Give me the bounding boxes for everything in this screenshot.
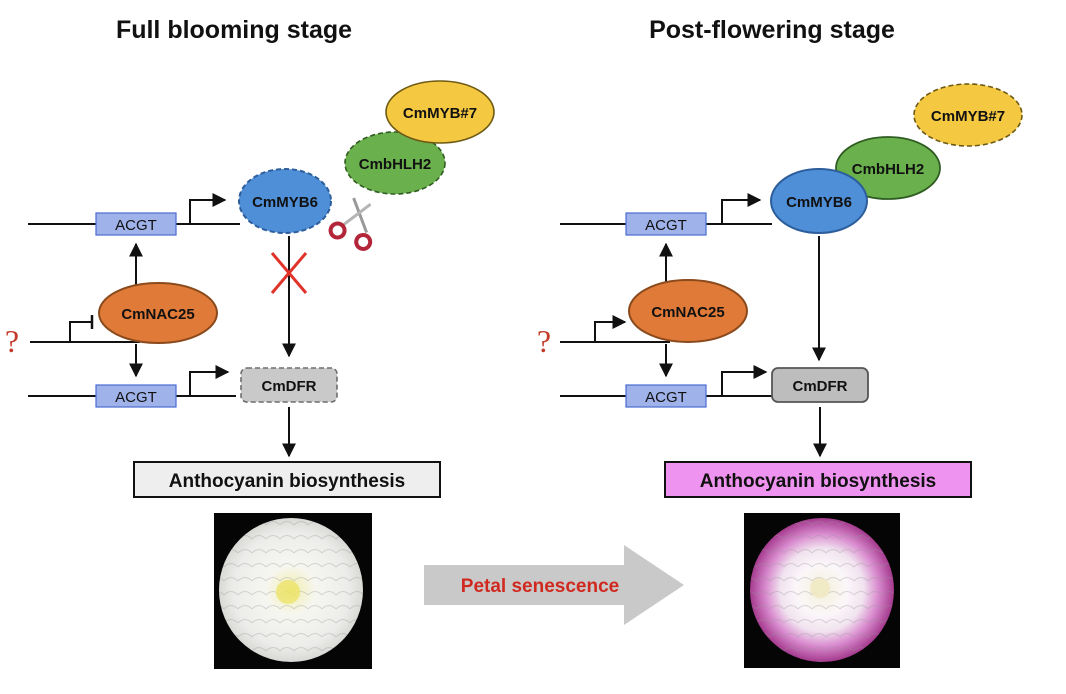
cmbhlh2-node-left: CmbHLH2 [344,131,446,195]
tss-arrow-upper-left [189,193,227,224]
cmmyb6-node-left: CmMYB6 [238,168,332,234]
unknown-regulator-right: ? [537,323,551,359]
pink-edged-chrysanthemum-photo [744,513,900,668]
svg-text:ACGT: ACGT [645,217,687,234]
svg-text:ACGT: ACGT [115,389,157,406]
svg-text:Anthocyanin biosynthesis: Anthocyanin biosynthesis [169,471,405,492]
svg-text:CmbHLH2: CmbHLH2 [359,156,432,173]
cmnac25-node-right: CmNAC25 [628,279,748,343]
acgt-box-upper-left: ACGT [95,212,177,236]
acgt-box-upper-right: ACGT [625,212,707,236]
white-chrysanthemum-photo [214,513,372,669]
svg-text:CmbHLH2: CmbHLH2 [852,161,925,178]
svg-text:CmMYB#7: CmMYB#7 [931,108,1005,125]
repressed-tss-left [69,321,92,342]
right-stage-title: Post-flowering stage [649,16,895,44]
petal-senescence-arrow: Petal senescence [424,545,684,625]
svg-text:CmMYB6: CmMYB6 [786,194,852,211]
cmbhlh2-node-right: CmbHLH2 [835,136,941,200]
svg-text:ACGT: ACGT [645,389,687,406]
svg-text:CmMYB6: CmMYB6 [252,194,318,211]
anthocyanin-box-right: Anthocyanin biosynthesis [664,461,972,498]
left-panel: Full blooming stage ACGT ACGT ? CmNAC25 [5,16,495,669]
tss-arrow-lower-right [721,365,768,396]
cmmyb7-node-right: CmMYB#7 [913,83,1023,147]
cross-icon [270,252,308,294]
active-tss-right [594,315,627,342]
acgt-box-lower-right: ACGT [625,384,707,408]
cmdfr-node-left: CmDFR [240,367,338,403]
svg-text:CmDFR: CmDFR [262,378,317,395]
right-panel: Post-flowering stage ACGT ACGT ? CmNAC25 [537,16,1023,668]
tss-arrow-lower-left [189,365,230,396]
cmmyb6-node-right: CmMYB6 [770,168,868,234]
unknown-regulator-left: ? [5,323,19,359]
cmnac25-node-left: CmNAC25 [98,282,218,344]
svg-text:ACGT: ACGT [115,217,157,234]
cmmyb7-node-left: CmMYB#7 [385,80,495,144]
scissors-icon [328,197,373,251]
tss-arrow-upper-right [721,193,762,224]
svg-text:Anthocyanin biosynthesis: Anthocyanin biosynthesis [700,471,936,492]
svg-text:CmMYB#7: CmMYB#7 [403,105,477,122]
anthocyanin-box-left: Anthocyanin biosynthesis [133,461,441,498]
svg-text:CmNAC25: CmNAC25 [651,304,724,321]
svg-text:CmDFR: CmDFR [793,378,848,395]
left-stage-title: Full blooming stage [116,16,352,44]
acgt-box-lower-left: ACGT [95,384,177,408]
svg-text:CmNAC25: CmNAC25 [121,306,194,323]
petal-senescence-label: Petal senescence [461,576,619,597]
cmdfr-node-right: CmDFR [771,367,869,403]
